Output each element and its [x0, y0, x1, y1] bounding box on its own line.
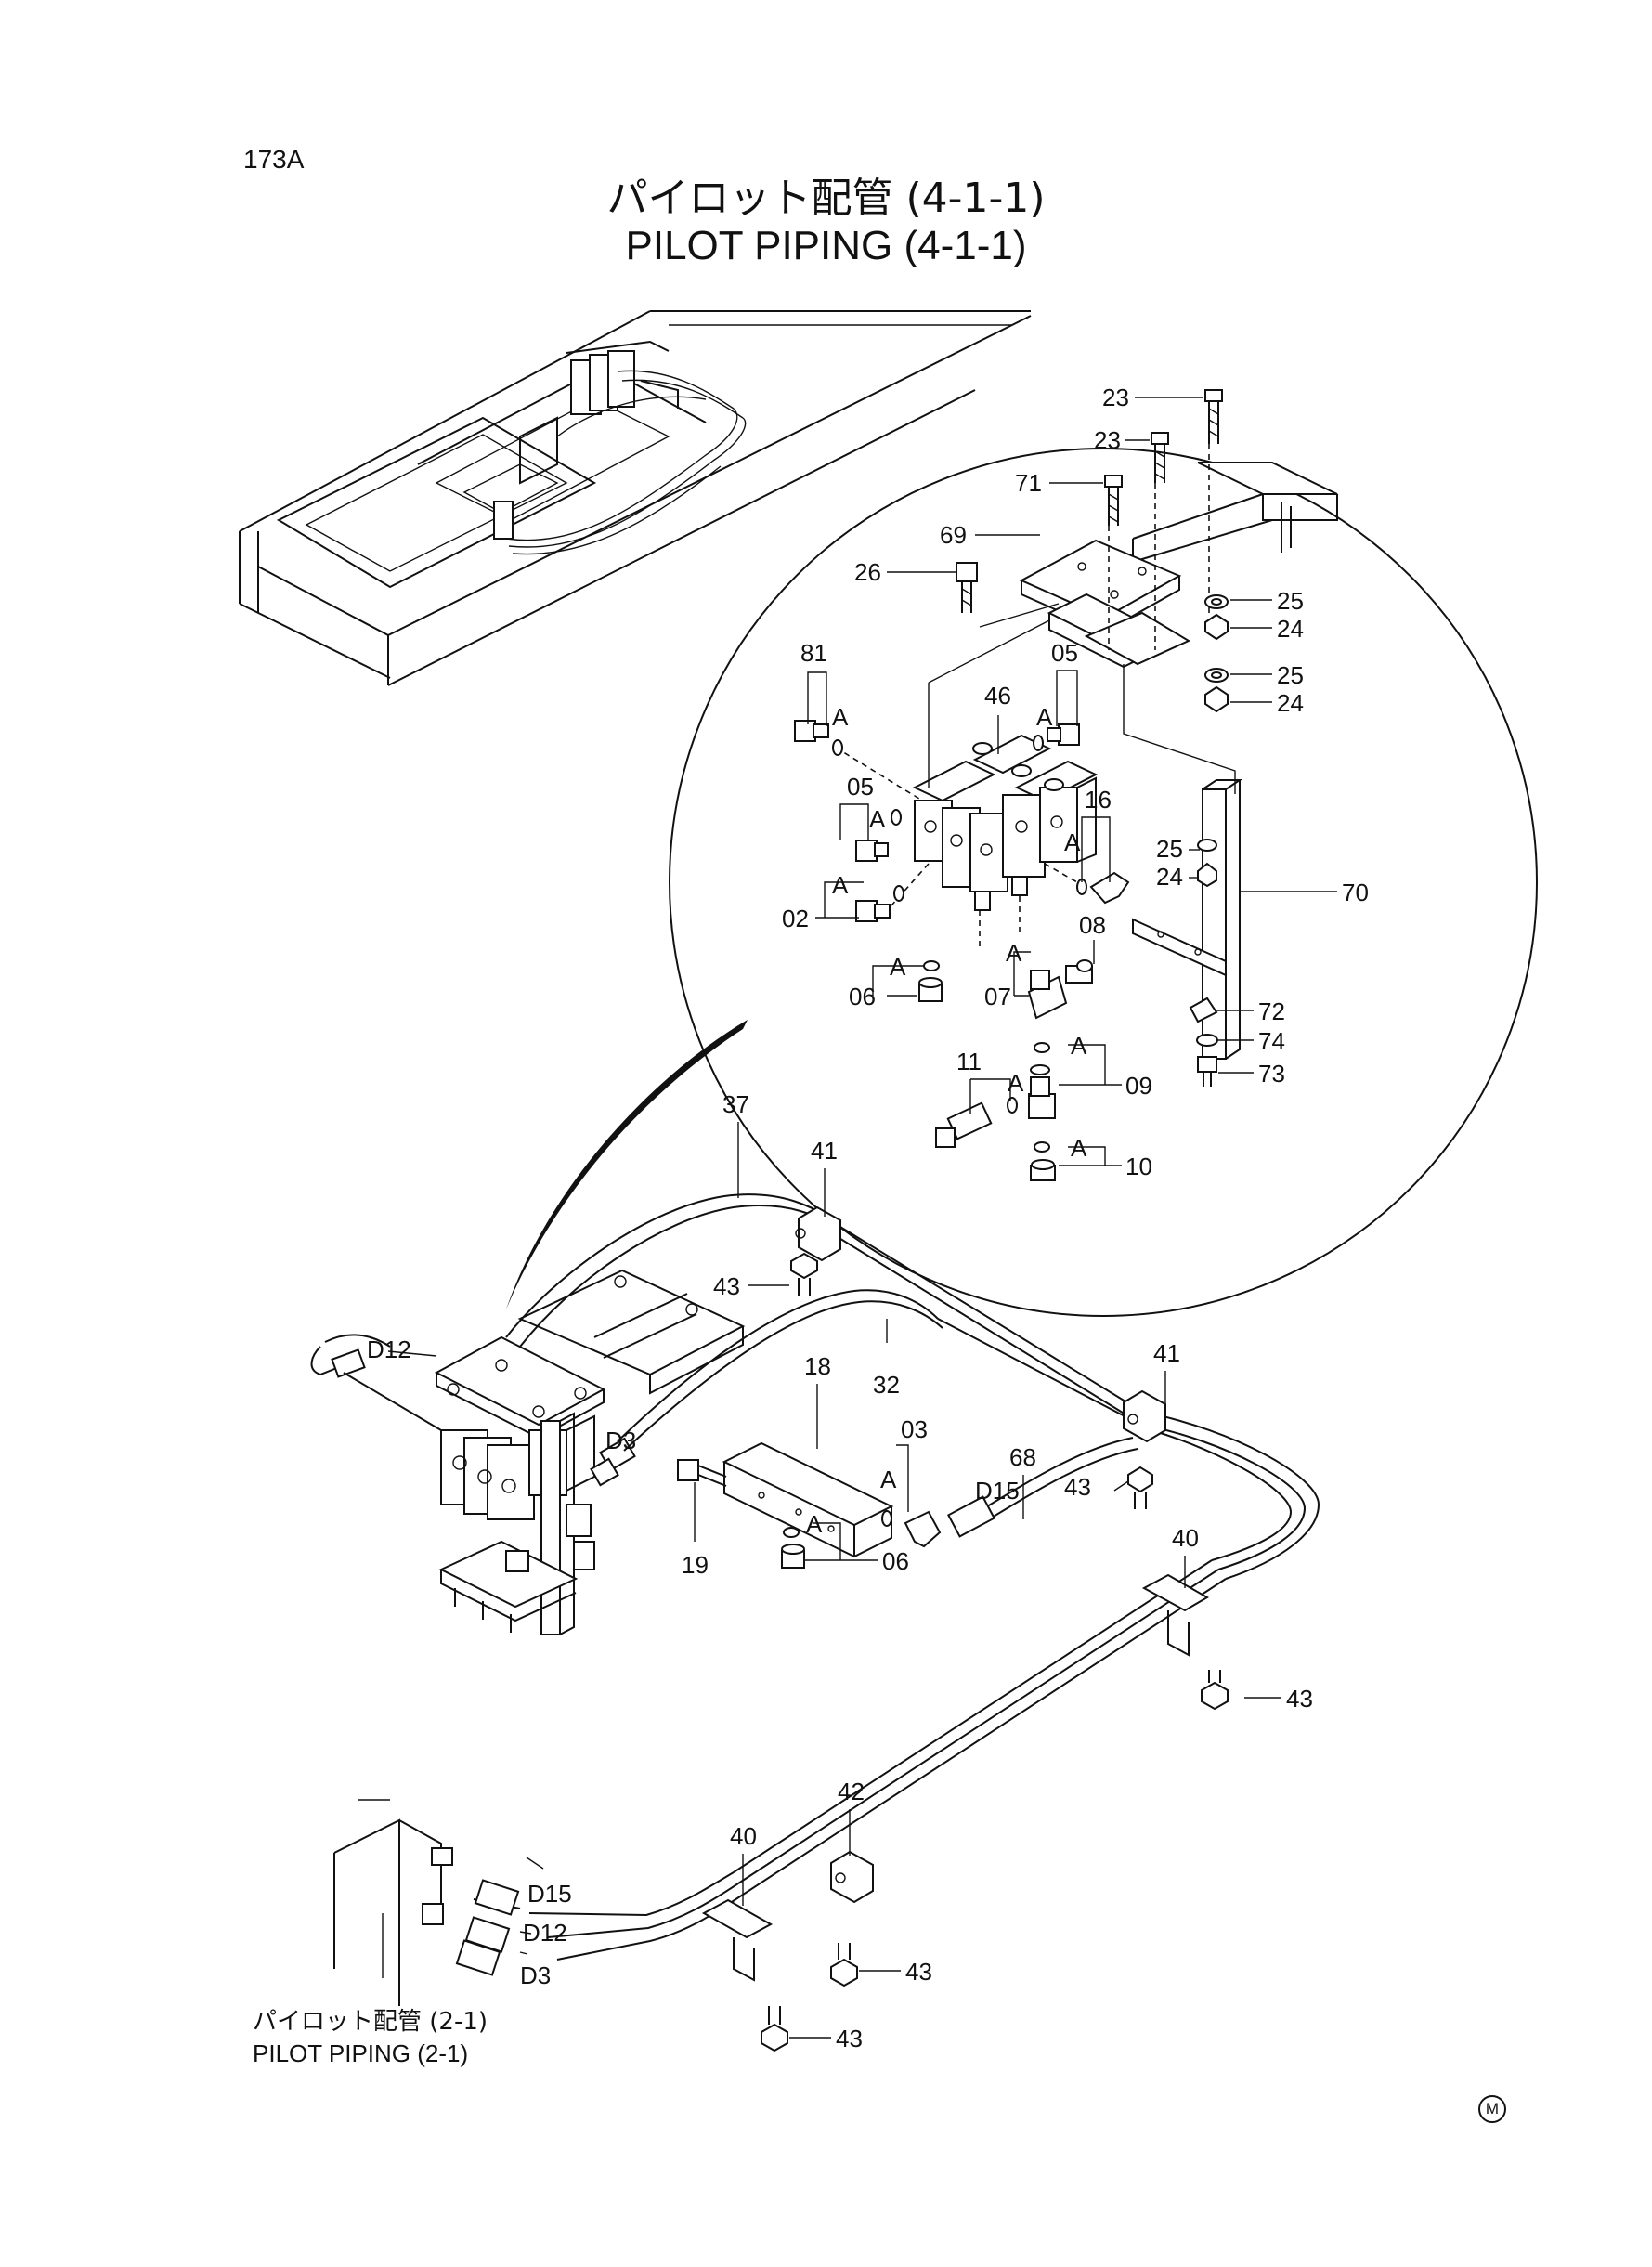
connection-a-mark: A — [832, 703, 849, 731]
callout-24: 24 — [1156, 863, 1183, 891]
callout-05: 05 — [1051, 639, 1078, 667]
fittings-detail — [794, 720, 1337, 1181]
callout-37: 37 — [722, 1090, 749, 1118]
callout-24: 24 — [1277, 615, 1304, 643]
callout-09: 09 — [1125, 1072, 1152, 1100]
callout-11: 11 — [956, 1048, 982, 1075]
clamps-and-bolts — [333, 1205, 1229, 2052]
callout-23: 23 — [1094, 426, 1121, 454]
callout-07: 07 — [984, 983, 1011, 1010]
valve-block-46 — [835, 715, 1099, 947]
callout-numbers: 23 23 71 69 26 25 24 25 24 81 05 46 05 1… — [682, 384, 1369, 2052]
hose-label-d15: D15 — [527, 1880, 572, 1908]
callout-72: 72 — [1258, 997, 1285, 1025]
callout-03: 03 — [901, 1415, 928, 1443]
callout-43: 43 — [1064, 1473, 1091, 1501]
reference-label-japanese: パイロット配管 (2-1) — [253, 2008, 488, 2036]
callout-25: 25 — [1156, 835, 1183, 863]
callout-74: 74 — [1258, 1027, 1285, 1055]
connection-a-mark: A — [1036, 703, 1053, 731]
callout-68: 68 — [1009, 1443, 1036, 1471]
callout-25: 25 — [1277, 587, 1304, 615]
detail-leader-lines — [807, 397, 1272, 1166]
callout-16: 16 — [1085, 786, 1112, 814]
detail-circle — [506, 448, 1538, 1317]
callout-69: 69 — [940, 521, 967, 549]
connection-a-mark: A — [1008, 1069, 1024, 1097]
hose-label-d12: D12 — [367, 1335, 411, 1363]
callout-05: 05 — [847, 773, 874, 801]
callout-71: 71 — [1015, 469, 1042, 497]
hose-size-labels: D12 D3 D15 D15 D12 D3 — [367, 1335, 1020, 1989]
circled-m-mark: M — [1478, 2095, 1506, 2123]
connection-a-mark: A — [1064, 828, 1081, 856]
callout-02: 02 — [782, 905, 809, 932]
upper-bracket-assembly — [928, 389, 1338, 794]
machine-frame-overview — [239, 310, 1032, 686]
callout-81: 81 — [800, 639, 827, 667]
hose-label-d3: D3 — [605, 1427, 636, 1454]
main-leader-lines — [358, 1122, 1281, 2039]
callout-43: 43 — [905, 1958, 932, 1986]
callout-23: 23 — [1102, 384, 1129, 411]
callout-46: 46 — [984, 682, 1011, 710]
callout-32: 32 — [873, 1371, 900, 1399]
callout-25: 25 — [1277, 661, 1304, 689]
connection-a-mark: A — [806, 1510, 823, 1538]
callout-70: 70 — [1342, 879, 1369, 906]
title-english: PILOT PIPING (4-1-1) — [625, 223, 1027, 268]
reference-label-english: PILOT PIPING (2-1) — [253, 2039, 469, 2067]
callout-10: 10 — [1125, 1153, 1152, 1180]
callout-24: 24 — [1277, 689, 1304, 717]
callout-41: 41 — [1153, 1339, 1180, 1367]
valve-assembly-main — [310, 1269, 746, 1635]
connection-a-mark: A — [1006, 939, 1022, 967]
callout-19: 19 — [682, 1551, 709, 1579]
callout-40: 40 — [1172, 1524, 1199, 1552]
connection-a-mark: A — [832, 871, 849, 899]
callout-73: 73 — [1258, 1060, 1285, 1088]
callout-43: 43 — [1286, 1685, 1313, 1713]
connection-a-mark: A — [890, 953, 906, 981]
callout-18: 18 — [804, 1352, 831, 1380]
callout-43: 43 — [836, 2025, 863, 2052]
connection-a-mark: A — [1071, 1032, 1087, 1060]
callout-08: 08 — [1079, 911, 1106, 939]
connection-a-mark: A — [869, 805, 886, 833]
title-japanese: パイロット配管 (4-1-1) — [606, 175, 1046, 222]
callout-06: 06 — [882, 1547, 909, 1575]
callout-06: 06 — [849, 983, 876, 1010]
connection-a-mark: A — [1071, 1134, 1087, 1162]
callout-42: 42 — [838, 1778, 865, 1805]
connection-a-mark: A — [880, 1466, 897, 1493]
hose-label-d3: D3 — [520, 1961, 551, 1989]
page-number: 173A — [243, 145, 305, 174]
hose-label-d12: D12 — [523, 1919, 567, 1947]
callout-41: 41 — [811, 1137, 838, 1165]
callout-40: 40 — [730, 1822, 757, 1850]
hose-label-d15: D15 — [975, 1477, 1020, 1505]
callout-26: 26 — [854, 558, 881, 586]
callout-43: 43 — [713, 1272, 740, 1300]
connection-marks: A A A A A A A A A A A A — [806, 703, 1087, 1538]
